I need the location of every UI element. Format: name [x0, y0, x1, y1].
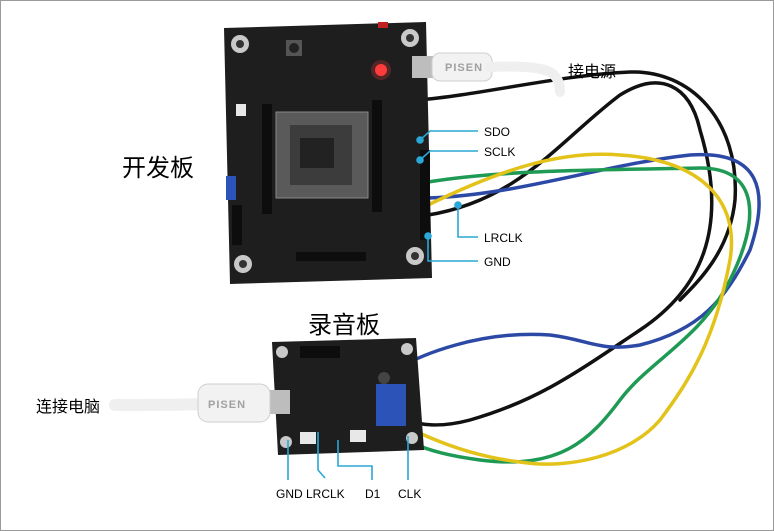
callout-lrclk [457, 205, 478, 238]
callout-r-d1 [337, 440, 373, 480]
dev-board-label: 开发板 [122, 154, 194, 182]
header-bottom [296, 252, 366, 261]
callout-gnd [427, 236, 478, 262]
recorder-usb-port [268, 390, 290, 414]
recorder-header-top [300, 346, 340, 358]
recorder-callouts [287, 432, 409, 480]
mic-left [300, 432, 316, 444]
signal-sclk: SCLK [484, 145, 515, 159]
recorder-signal-lrclk: LRCLK [306, 487, 345, 501]
mic-right [350, 430, 366, 442]
recorder-board-label: 录音板 [308, 311, 380, 339]
wire-black-b [416, 70, 738, 302]
pc-cable: PISEN [109, 383, 271, 423]
callout-r-lrclk [317, 432, 326, 479]
recorder-button [378, 372, 390, 384]
wire-green [348, 166, 752, 464]
power-cable: PISEN [431, 52, 565, 97]
signal-lrclk: LRCLK [484, 231, 523, 245]
header-right [372, 100, 382, 212]
power-led [375, 64, 387, 76]
wires [328, 70, 761, 466]
jumper-blue [226, 176, 236, 200]
wire-yellow [328, 152, 734, 466]
dev-usb-port [412, 56, 436, 78]
callout-sdo [419, 130, 478, 141]
callout-sclk [419, 150, 478, 161]
header-left [262, 104, 272, 214]
cable-brand-text: PISEN [445, 62, 483, 74]
header-signal [420, 150, 430, 240]
recorder-signal-gnd: GND [276, 487, 303, 501]
recorder-board [264, 338, 424, 455]
power-label: 接电源 [568, 62, 616, 81]
header-side [232, 205, 242, 245]
signal-gnd: GND [484, 255, 511, 269]
wire-black [403, 81, 714, 427]
signal-sdo: SDO [484, 125, 510, 139]
connect-pc-label: 连接电脑 [36, 397, 100, 416]
recorder-signal-d1: D1 [365, 487, 381, 501]
dev-board [224, 22, 436, 284]
dev-callouts [416, 130, 478, 262]
recorder-signal-clk: CLK [398, 487, 421, 501]
recorder-jumpers [376, 384, 406, 426]
cable-brand-text-2: PISEN [208, 399, 246, 411]
